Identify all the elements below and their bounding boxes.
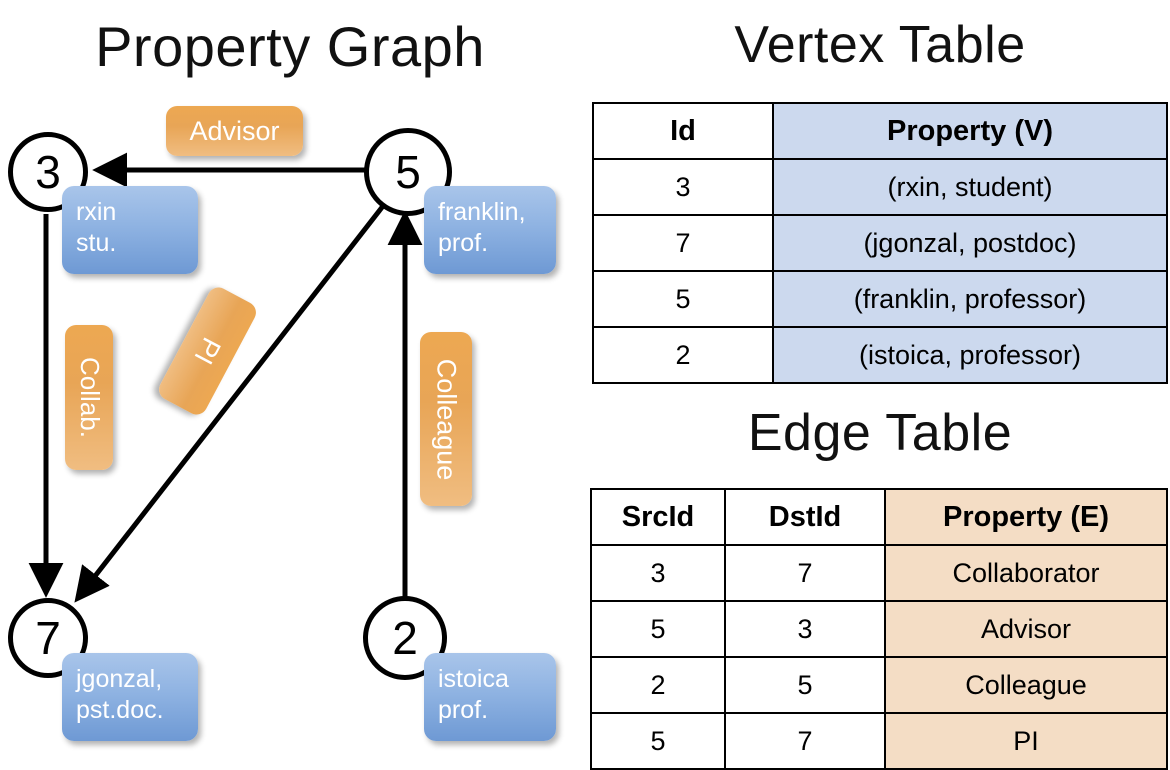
vertex-cell-id: 2 bbox=[592, 326, 774, 384]
vertex-table-header-row: Id Property (V) bbox=[592, 102, 1168, 160]
section-title-vertex-table: Vertex Table bbox=[734, 16, 1026, 74]
edge-label-pi-text: PI bbox=[188, 332, 228, 370]
vertex-cell-id: 3 bbox=[592, 158, 774, 216]
edge-cell-property: Colleague bbox=[884, 656, 1168, 714]
table-row[interactable]: 5 3 Advisor bbox=[590, 600, 1168, 658]
page-title-property-graph: Property Graph bbox=[95, 15, 485, 78]
vertex-property-badge-5-line2: prof. bbox=[438, 229, 489, 257]
vertex-cell-property: (rxin, student) bbox=[772, 158, 1168, 216]
vertex-table-col-id: Id bbox=[592, 102, 774, 160]
edge-label-badge-advisor[interactable]: Advisor bbox=[166, 106, 303, 156]
edge-cell-srcid: 5 bbox=[590, 712, 726, 770]
edge-table: SrcId DstId Property (E) 3 7 Collaborato… bbox=[590, 488, 1168, 770]
edge-cell-dstid: 3 bbox=[724, 600, 886, 658]
vertex-table: Id Property (V) 3 (rxin, student) 7 (jgo… bbox=[592, 102, 1168, 384]
vertex-property-badge-5[interactable]: franklin, prof. bbox=[424, 186, 556, 274]
edge-label-colleague-text: Colleague bbox=[431, 358, 462, 480]
graph-node-2[interactable]: 2 bbox=[363, 596, 447, 680]
table-row[interactable]: 3 7 Collaborator bbox=[590, 544, 1168, 602]
vertex-cell-id: 5 bbox=[592, 270, 774, 328]
table-row[interactable]: 5 7 PI bbox=[590, 712, 1168, 770]
edge-label-badge-colleague[interactable]: Colleague bbox=[420, 332, 472, 506]
edge-label-collab-text: Collab. bbox=[74, 357, 105, 438]
vertex-property-badge-2-line2: prof. bbox=[438, 696, 489, 724]
graph-node-3-label: 3 bbox=[35, 146, 61, 198]
edge-cell-dstid: 5 bbox=[724, 656, 886, 714]
table-row[interactable]: 7 (jgonzal, postdoc) bbox=[592, 214, 1168, 272]
vertex-cell-property: (franklin, professor) bbox=[772, 270, 1168, 328]
table-row[interactable]: 3 (rxin, student) bbox=[592, 158, 1168, 216]
vertex-cell-id: 7 bbox=[592, 214, 774, 272]
edge-table-col-srcid: SrcId bbox=[590, 488, 726, 546]
edge-table-col-dstid: DstId bbox=[724, 488, 886, 546]
vertex-property-badge-7-line2: pst.doc. bbox=[76, 696, 164, 724]
vertex-property-badge-2[interactable]: istoica prof. bbox=[424, 653, 556, 741]
vertex-table-col-property: Property (V) bbox=[772, 102, 1168, 160]
vertex-property-badge-3-line1: rxin bbox=[76, 198, 117, 226]
graph-edges-layer bbox=[28, 152, 423, 603]
edge-cell-srcid: 3 bbox=[590, 544, 726, 602]
graph-node-2-label: 2 bbox=[392, 612, 418, 664]
edge-cell-property: Collaborator bbox=[884, 544, 1168, 602]
vertex-property-badge-5-line1: franklin, bbox=[438, 198, 526, 226]
vertex-property-badge-7[interactable]: jgonzal, pst.doc. bbox=[62, 653, 198, 741]
edge-cell-property: Advisor bbox=[884, 600, 1168, 658]
edge-label-advisor-text: Advisor bbox=[189, 115, 280, 146]
graph-node-5-label: 5 bbox=[395, 146, 421, 198]
edge-cell-dstid: 7 bbox=[724, 712, 886, 770]
edge-cell-srcid: 2 bbox=[590, 656, 726, 714]
vertex-property-badge-2-line1: istoica bbox=[438, 665, 509, 693]
table-row[interactable]: 5 (franklin, professor) bbox=[592, 270, 1168, 328]
edge-label-badge-collab[interactable]: Collab. bbox=[65, 325, 113, 470]
vertex-cell-property: (istoica, professor) bbox=[772, 326, 1168, 384]
vertex-property-badge-7-line1: jgonzal, bbox=[76, 665, 163, 693]
section-title-edge-table: Edge Table bbox=[747, 404, 1013, 462]
vertex-property-badge-3-line2: stu. bbox=[76, 229, 117, 257]
edge-table-col-property: Property (E) bbox=[884, 488, 1168, 546]
vertex-cell-property: (jgonzal, postdoc) bbox=[772, 214, 1168, 272]
edge-cell-property: PI bbox=[884, 712, 1168, 770]
property-graph-diagram: 3 5 7 2 rxin stu. franklin, prof. jgonza… bbox=[0, 0, 590, 760]
edge-table-header-row: SrcId DstId Property (E) bbox=[590, 488, 1168, 546]
graph-node-7-label: 7 bbox=[35, 612, 61, 664]
vertex-property-badge-3[interactable]: rxin stu. bbox=[62, 186, 198, 274]
edge-cell-srcid: 5 bbox=[590, 600, 726, 658]
table-row[interactable]: 2 5 Colleague bbox=[590, 656, 1168, 714]
edge-cell-dstid: 7 bbox=[724, 544, 886, 602]
table-row[interactable]: 2 (istoica, professor) bbox=[592, 326, 1168, 384]
edge-5-to-7-pi bbox=[74, 204, 385, 603]
